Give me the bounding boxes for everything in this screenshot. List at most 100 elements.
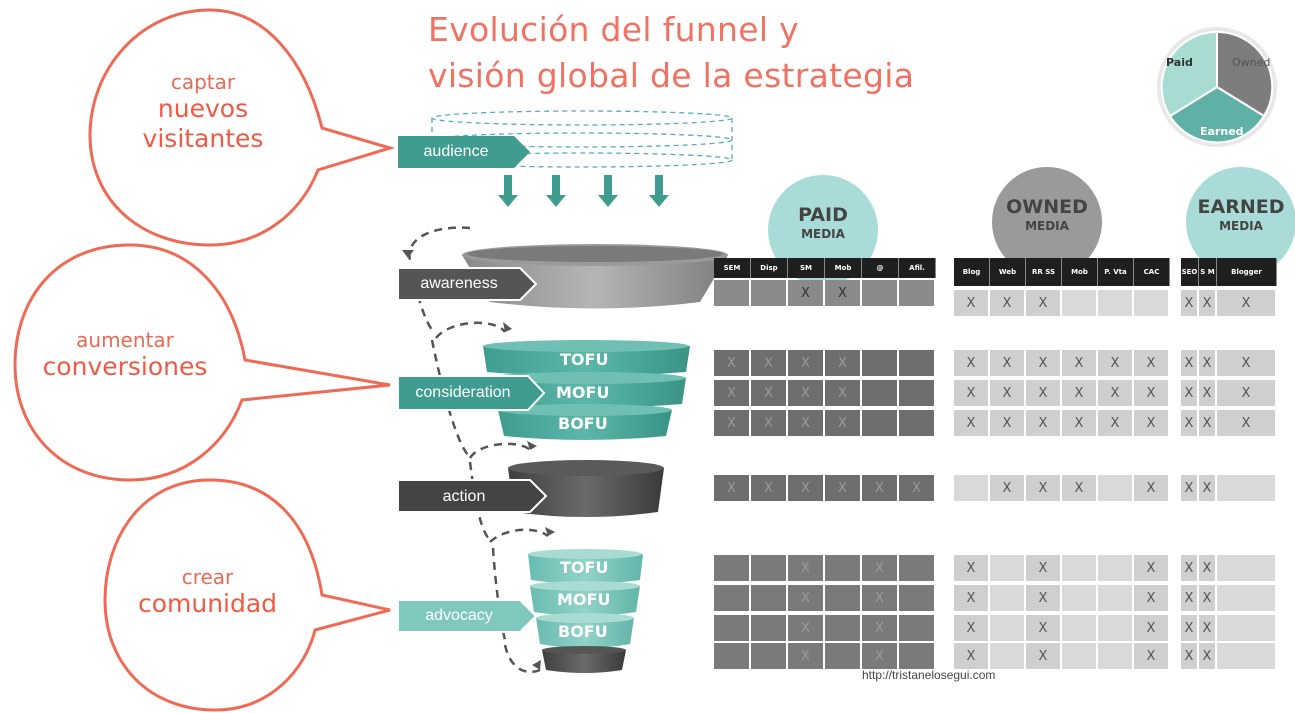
owned-column-header: P. Vta — [1098, 258, 1134, 286]
audience-arrows — [498, 175, 669, 207]
grid-cell: X — [714, 410, 751, 436]
grid-cell: X — [1181, 585, 1199, 611]
grid-cell: X — [788, 585, 825, 611]
paid-title: PAID — [798, 204, 848, 226]
grid-cell: X — [788, 643, 825, 669]
grid-cell: X — [990, 475, 1026, 501]
bubble-captar-line-1: captar — [170, 70, 236, 94]
grid-cell — [899, 350, 936, 376]
grid-cell: X — [1181, 555, 1199, 581]
pie-label-owned: Owned — [1232, 56, 1271, 69]
grid-cell: X — [990, 290, 1026, 316]
grid-cell — [862, 380, 899, 406]
grid-cell — [714, 555, 751, 581]
grid-cell: X — [1199, 380, 1217, 406]
grid-cell: X — [1062, 380, 1098, 406]
grid-cell: X — [1134, 615, 1170, 641]
source-url: http://tristanelosegui.com — [862, 668, 996, 682]
owned-media-title: OWNED MEDIA — [987, 196, 1107, 234]
media-pie-chart — [1157, 27, 1277, 147]
grid-cell: X — [788, 410, 825, 436]
paid-column-header: Afil. — [899, 258, 936, 278]
grid-cell: X — [1217, 380, 1277, 406]
grid-cell — [899, 643, 936, 669]
grid-cell — [751, 555, 788, 581]
grid-cell: X — [788, 380, 825, 406]
grid-cell — [1062, 615, 1098, 641]
grid-cell: X — [714, 380, 751, 406]
earned-media-title: EARNED MEDIA — [1181, 196, 1295, 234]
owned-media-circle — [992, 167, 1102, 277]
grid-cell — [1062, 643, 1098, 669]
grid-cell: X — [1181, 615, 1199, 641]
stage-consideration: consideration — [415, 384, 511, 401]
grid-cell — [751, 280, 788, 306]
grid-cell — [714, 615, 751, 641]
grid-cell — [825, 585, 862, 611]
grid-cell: X — [899, 475, 936, 501]
grid-cell: X — [1026, 585, 1062, 611]
grid-cell: X — [1026, 380, 1062, 406]
grid-cell: X — [788, 350, 825, 376]
grid-cell — [862, 410, 899, 436]
grid-cell: X — [990, 350, 1026, 376]
advocacy-funnel — [528, 549, 643, 673]
grid-cell: X — [825, 410, 862, 436]
grid-cell — [714, 585, 751, 611]
grid-cell — [1217, 615, 1277, 641]
grid-cell: X — [862, 585, 899, 611]
grid-cell — [899, 585, 936, 611]
grid-cell: X — [788, 475, 825, 501]
paid-column-header: SM — [788, 258, 825, 278]
action-funnel — [508, 460, 664, 517]
grid-cell: X — [1181, 290, 1199, 316]
grid-cell: X — [1217, 290, 1277, 316]
earned-column-header: Blogger — [1217, 258, 1277, 286]
grid-cell: X — [990, 410, 1026, 436]
title-line-1: Evolución del funnel y — [428, 10, 799, 49]
earned-title: EARNED — [1197, 196, 1285, 218]
grid-cell: X — [1026, 643, 1062, 669]
grid-cell: X — [825, 280, 862, 306]
bubble-aumentar-line-2: conversiones — [42, 352, 208, 381]
grid-cell: X — [862, 475, 899, 501]
grid-cell: X — [825, 380, 862, 406]
grid-cell: X — [1062, 410, 1098, 436]
grid-cell — [1062, 290, 1098, 316]
grid-cell — [862, 350, 899, 376]
grid-cell: X — [954, 555, 990, 581]
grid-cell: X — [1199, 615, 1217, 641]
grid-cell: X — [1134, 475, 1170, 501]
owned-column-header: Blog — [954, 258, 990, 286]
paid-column-header: @ — [862, 258, 899, 278]
grid-cell — [1098, 475, 1134, 501]
grid-cell: X — [751, 475, 788, 501]
consideration-bofu-label: BOFU — [558, 414, 608, 433]
grid-cell: X — [1098, 410, 1134, 436]
grid-cell — [1098, 555, 1134, 581]
advocacy-mofu-label: MOFU — [557, 590, 611, 609]
grid-cell: X — [1026, 350, 1062, 376]
paid-column-header: Disp — [751, 258, 788, 278]
grid-cell: X — [1026, 290, 1062, 316]
stage-action: action — [442, 488, 486, 505]
stage-audience: audience — [423, 143, 489, 160]
grid-cell: X — [954, 585, 990, 611]
grid-cell: X — [825, 475, 862, 501]
grid-cell: X — [862, 555, 899, 581]
grid-cell — [714, 280, 751, 306]
grid-cell — [1062, 555, 1098, 581]
